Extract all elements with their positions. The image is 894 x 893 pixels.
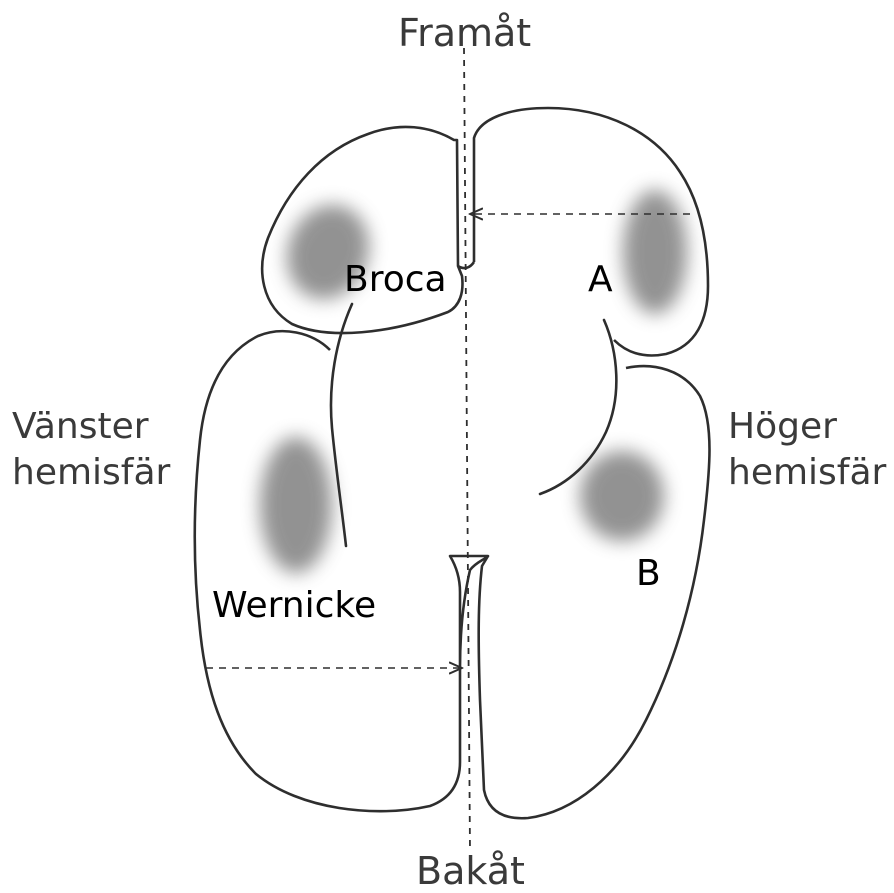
marker-a-label: A: [588, 262, 613, 298]
broca-label: Broca: [344, 262, 447, 298]
b-shading: [580, 451, 664, 541]
marker-b-label: B: [636, 556, 661, 592]
left-hemisphere-label: Vänster hemisfär: [12, 404, 170, 496]
left-hemisphere-line2: hemisfär: [12, 450, 170, 496]
right-hemisphere-line1: Höger: [728, 404, 886, 450]
wernicke-label: Wernicke: [212, 588, 376, 624]
backward-label: Bakåt: [416, 852, 525, 890]
right-posterior-outline: [479, 366, 710, 818]
midline: [464, 48, 470, 852]
right-hemisphere-label: Höger hemisfär: [728, 404, 886, 496]
a-shading: [623, 190, 687, 314]
left-hemisphere-line1: Vänster: [12, 404, 170, 450]
left-posterior-lobe: [195, 331, 488, 811]
forward-label: Framåt: [398, 14, 531, 52]
wernicke-shading: [260, 437, 332, 573]
left-fissure: [331, 304, 352, 546]
right-hemisphere-line2: hemisfär: [728, 450, 886, 496]
